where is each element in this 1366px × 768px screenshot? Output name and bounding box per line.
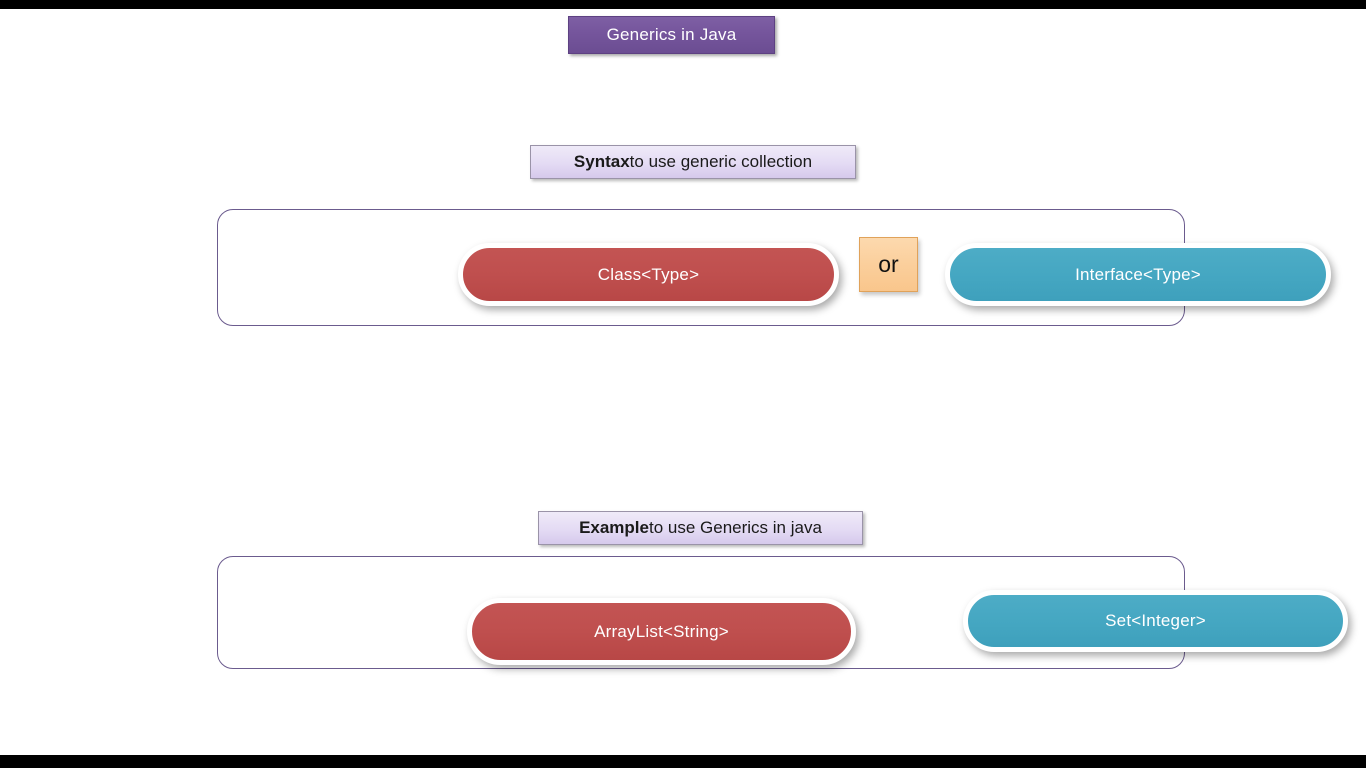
syntax-item-interface-label: Interface<Type> (1075, 264, 1201, 284)
section-label-syntax: Syntax to use generic collection (530, 145, 856, 179)
syntax-connector-or: or (859, 237, 918, 292)
example-item-set[interactable]: Set<Integer> (963, 590, 1348, 652)
section-label-example-keyword: Example (579, 518, 649, 537)
example-item-set-label: Set<Integer> (1105, 611, 1206, 630)
page-title: Generics in Java (568, 16, 775, 54)
section-label-example: Example to use Generics in java (538, 511, 863, 545)
example-item-arraylist-label: ArrayList<String> (594, 621, 729, 641)
letterbox-bar-bottom (0, 755, 1366, 768)
section-label-example-rest: to use Generics in java (649, 518, 822, 537)
syntax-item-class-label: Class<Type> (597, 264, 700, 284)
letterbox-bar-top (0, 0, 1366, 9)
section-label-syntax-keyword: Syntax (573, 152, 630, 171)
syntax-item-class[interactable]: Class<Type> (458, 243, 839, 306)
example-group-container: ArrayList<String> Set<Integer> (217, 556, 1348, 669)
section-label-syntax-rest: to use generic collection (629, 152, 813, 171)
slide-canvas: Generics in Java Syntax to use generic c… (0, 9, 1366, 755)
syntax-item-interface[interactable]: Interface<Type> (945, 243, 1331, 306)
example-item-arraylist[interactable]: ArrayList<String> (467, 598, 856, 665)
syntax-group-container: Class<Type> or Interface<Type> (217, 209, 1331, 326)
